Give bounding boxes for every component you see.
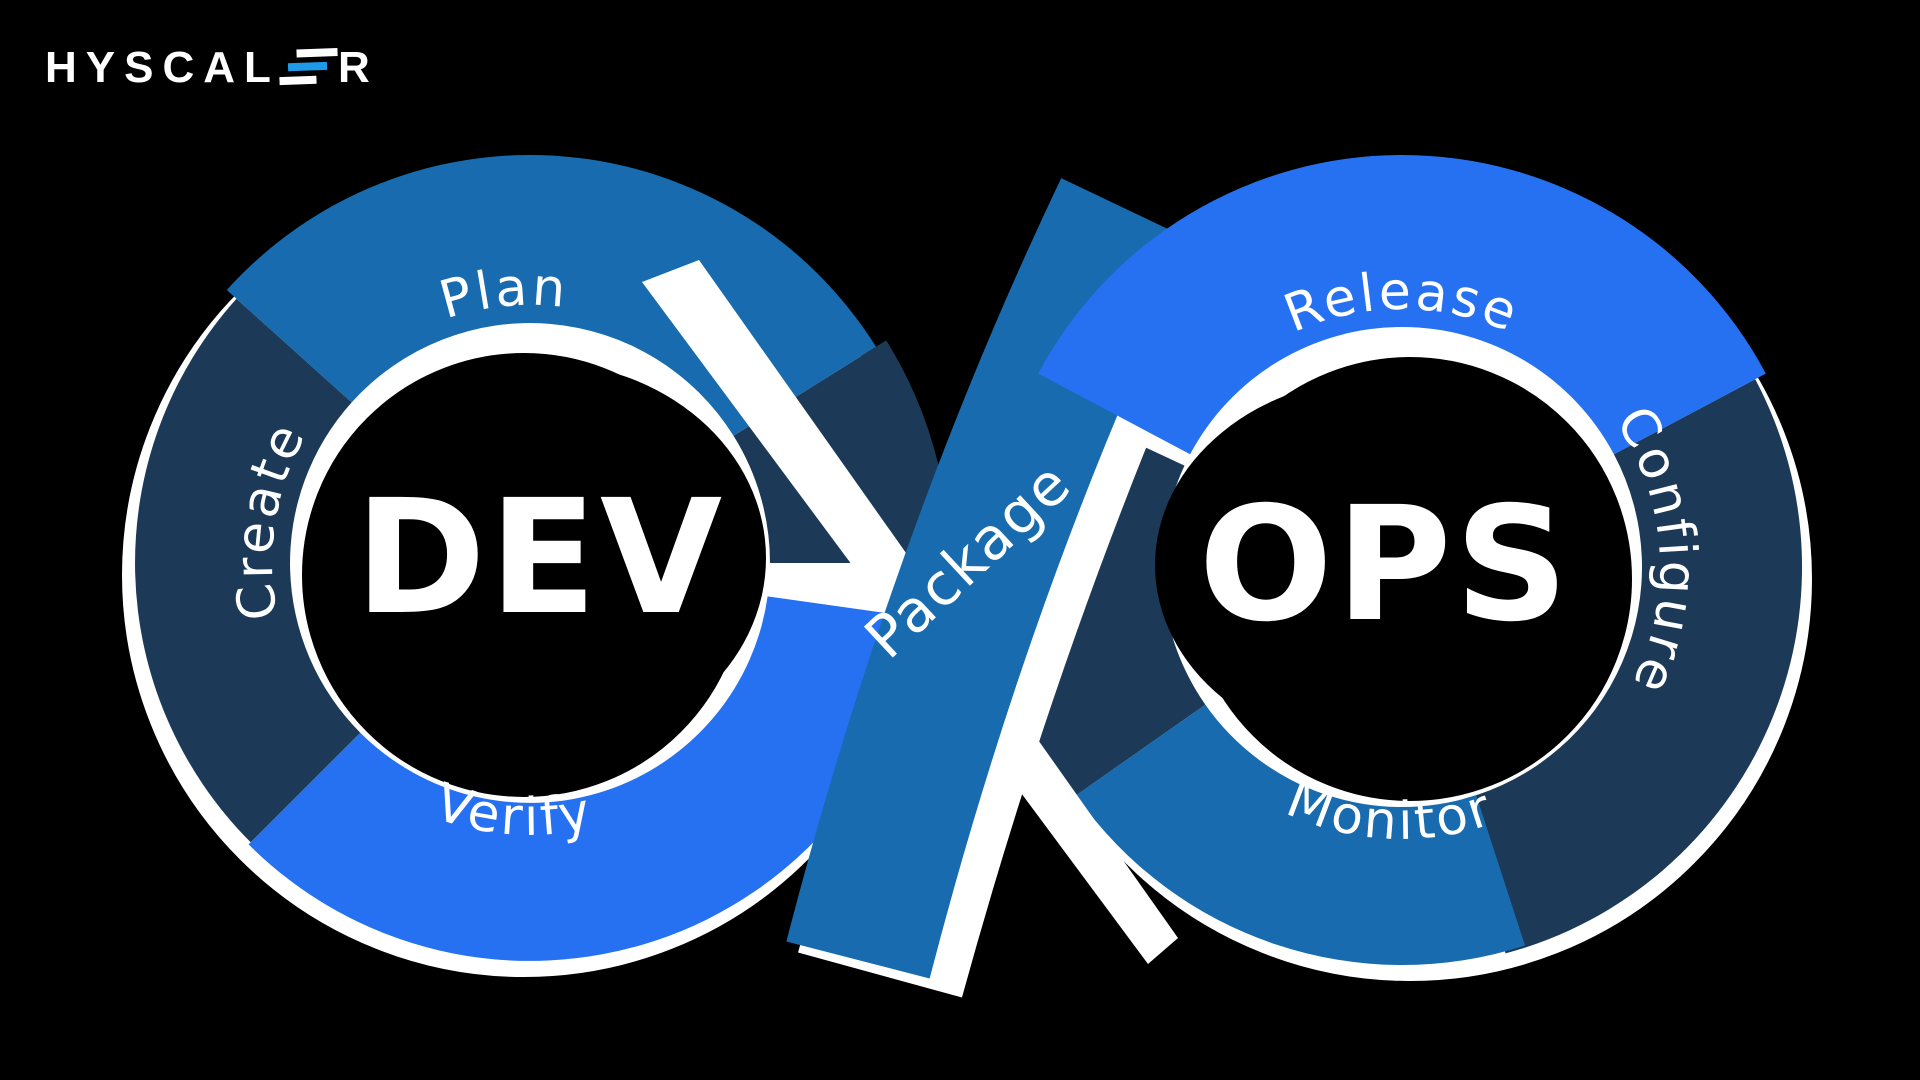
logo-text-prefix: HYSCAL [45, 43, 280, 92]
monitor-segment [1076, 704, 1525, 965]
logo-e-middle-bar [287, 61, 328, 72]
dev-hub-ellipse [314, 362, 766, 754]
logo-text-suffix: R [338, 43, 379, 92]
dev-label: DEV [355, 466, 725, 650]
ops-hub-ellipse [1155, 377, 1615, 753]
left-loop-navy-tail-segment [733, 340, 950, 563]
ops-hub: OPS [1155, 377, 1615, 753]
dev-hub: DEV [314, 362, 766, 754]
logo-e-top-bar [296, 48, 338, 58]
logo-e-bottom-bar [279, 75, 317, 86]
configure-segment [1464, 379, 1803, 954]
release-segment [1038, 154, 1766, 455]
hyscaler-logo: HYSCAL R [45, 43, 379, 92]
verify-segment [248, 596, 925, 961]
ops-label: OPS [1199, 473, 1572, 657]
create-segment [135, 298, 361, 843]
logo-e-icon [279, 48, 338, 86]
